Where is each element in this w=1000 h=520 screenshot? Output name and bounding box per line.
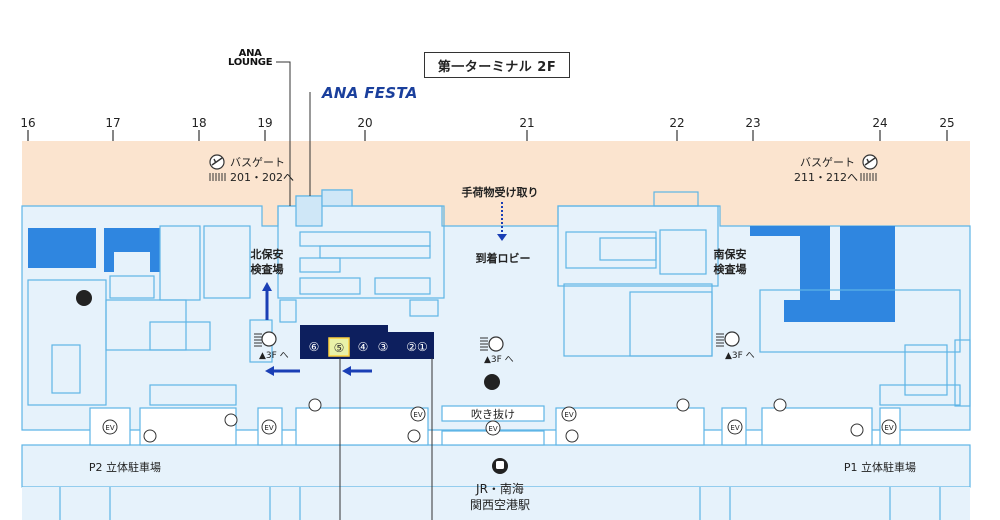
ev-icon[interactable]: EV — [264, 424, 273, 432]
gate-19[interactable]: 19 — [257, 116, 272, 130]
rooms-center — [277, 189, 445, 317]
rooms-right — [557, 191, 971, 407]
bus-gate-right-sub: 211・212へ — [794, 171, 858, 184]
baggage-claim-label: 手荷物受け取り — [462, 185, 539, 199]
south-security-label-1: 南保安 — [714, 247, 747, 261]
gate-24[interactable]: 24 — [872, 116, 887, 130]
to-3f-left-label: ▲3F へ — [259, 351, 289, 361]
info-icon[interactable]: i — [76, 290, 92, 306]
ana-festa-logo[interactable]: ANA FESTA — [322, 84, 418, 102]
ev-icon[interactable]: EV — [564, 411, 573, 419]
shop-block-right-b — [840, 226, 895, 322]
ev-icons: EV EV EV EV EV EV EV — [102, 406, 897, 436]
map-title: 第一ターミナル 2F — [424, 52, 570, 78]
shop-block-c — [104, 252, 114, 272]
gate-ticks — [27, 130, 948, 141]
ana-lounge-logo[interactable]: ANA LOUNGE — [228, 48, 273, 68]
bus-gate-right-title: バスゲート — [800, 156, 855, 169]
plane-departure-icon — [261, 331, 277, 347]
gate-numbers: 16 17 18 19 20 21 22 23 24 25 — [20, 116, 954, 130]
arrow-icon — [342, 366, 351, 376]
south-security-label-2: 検査場 — [714, 262, 747, 276]
station-label-1: JR・南海 — [475, 481, 524, 496]
north-security-label-2: 検査場 — [251, 262, 284, 276]
ev-icon[interactable]: EV — [488, 425, 497, 433]
ev-icon[interactable]: EV — [413, 411, 422, 419]
info-symbol-center: i — [490, 376, 494, 389]
escalator-to-3f-center[interactable]: ▲3F へ — [480, 336, 514, 365]
ev-icon[interactable]: EV — [884, 424, 893, 432]
escalator-icon — [254, 333, 262, 347]
gate-22[interactable]: 22 — [669, 116, 684, 130]
arrow-icon — [497, 234, 507, 241]
arrival-lobby-label: 到着ロビー — [476, 251, 531, 265]
shop-block-d — [150, 252, 160, 272]
gate-21[interactable]: 21 — [519, 116, 534, 130]
escalator-icon — [860, 173, 877, 181]
info-icon[interactable]: i — [484, 374, 500, 390]
escalator-icon — [480, 337, 488, 351]
gate-17[interactable]: 17 — [105, 116, 120, 130]
road-lanes — [59, 487, 941, 520]
ana-lounge-line1: ANA — [238, 48, 262, 59]
arrow-icon — [262, 282, 272, 291]
to-3f-center-label: ▲3F へ — [484, 355, 514, 365]
escalator-to-3f-right[interactable]: ▲3F へ — [716, 331, 755, 361]
counter-5-highlight — [328, 337, 350, 357]
bus-gate-right[interactable]: バスゲート 211・212へ — [794, 154, 878, 184]
gate-20[interactable]: 20 — [357, 116, 372, 130]
gate-23[interactable]: 23 — [745, 116, 760, 130]
station-label-2: 関西空港駅 — [470, 498, 530, 512]
p2-parking-label[interactable]: P2 立体駐車場 — [89, 460, 161, 474]
counter-6[interactable]: ⑥ — [309, 340, 320, 354]
gate-25[interactable]: 25 — [939, 116, 954, 130]
ana-lounge-line2: LOUNGE — [228, 57, 273, 68]
leader-lines — [276, 61, 433, 520]
escalator-to-3f-left[interactable]: ▲3F へ — [254, 331, 289, 361]
plane-departure-icon — [488, 336, 504, 352]
shop-block-a — [28, 228, 96, 268]
lower-row-rooms — [89, 405, 901, 446]
counter-2-1[interactable]: ②① — [406, 340, 428, 354]
escalator-icon — [716, 333, 724, 347]
check-in-counter-bar-ext — [388, 332, 434, 359]
lower-escalator-icons — [143, 398, 864, 443]
ev-icon[interactable]: EV — [730, 424, 739, 432]
ev-icon[interactable]: EV — [105, 424, 114, 432]
bus-gate-left-sub: 201・202へ — [230, 171, 294, 184]
to-3f-right-label: ▲3F へ — [725, 351, 755, 361]
counter-5[interactable]: ⑤ — [334, 341, 345, 355]
gate-18[interactable]: 18 — [191, 116, 206, 130]
shop-block-b — [104, 228, 160, 252]
p1-parking-label[interactable]: P1 立体駐車場 — [844, 460, 916, 474]
bus-gate-left-title: バスゲート — [230, 156, 285, 169]
bus-gate-left[interactable]: バスゲート 201・202へ — [209, 154, 294, 184]
escalator-icon — [209, 173, 226, 181]
counter-4[interactable]: ④ — [358, 340, 369, 354]
counter-3[interactable]: ③ — [378, 340, 389, 354]
rooms-left — [27, 225, 297, 406]
counter-numbers: ⑥ ⑤ ④ ③ ②① — [309, 340, 428, 355]
arrow-icon — [265, 366, 274, 376]
plane-departure-icon — [724, 331, 740, 347]
road-lower — [22, 487, 970, 520]
atrium-label: 吹き抜け — [471, 407, 515, 421]
info-symbol-left: i — [82, 292, 86, 305]
north-security-label-1: 北保安 — [251, 247, 284, 261]
train-icon[interactable] — [492, 458, 508, 474]
gate-16[interactable]: 16 — [20, 116, 35, 130]
